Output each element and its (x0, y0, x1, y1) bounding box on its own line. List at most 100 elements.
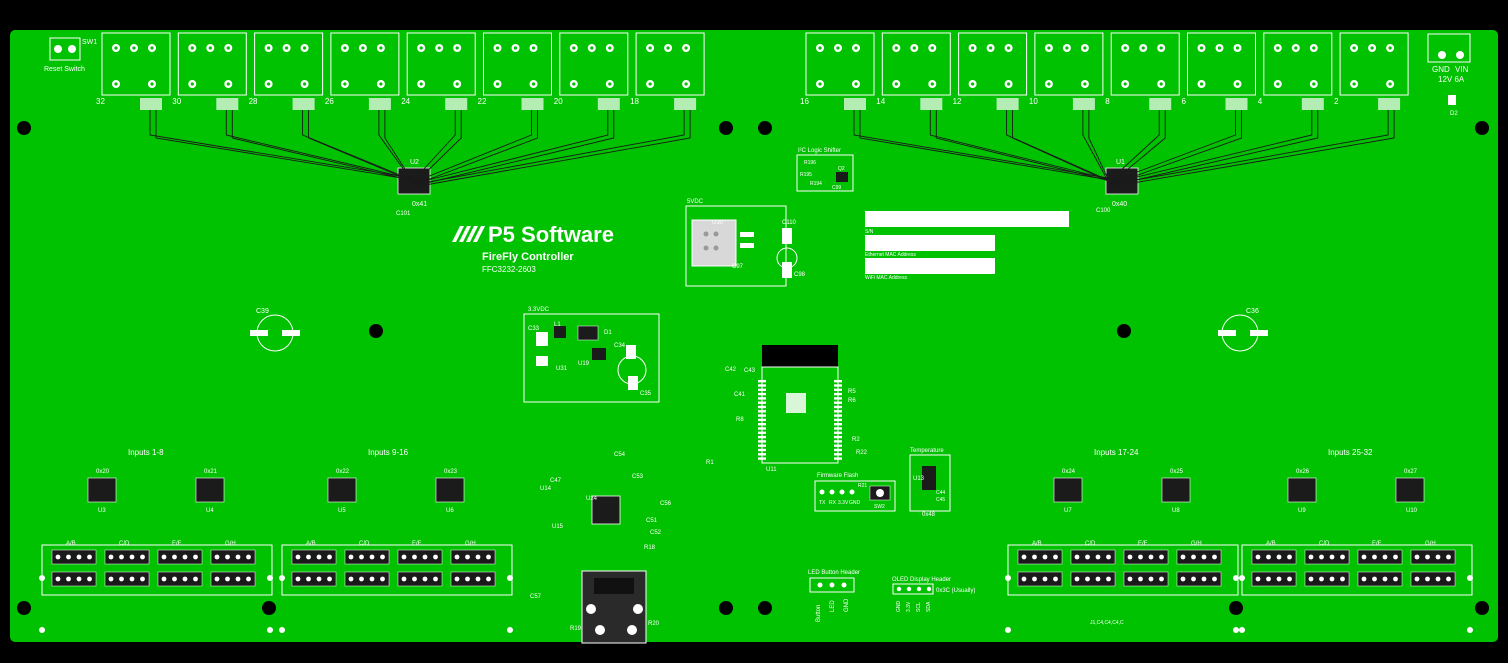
connector-label: G/H (1425, 541, 1436, 547)
mcu-pin (834, 414, 842, 417)
svg-text:U11: U11 (766, 467, 777, 473)
mcu-pin (758, 384, 766, 387)
mcu-pin (834, 448, 842, 452)
oled-display-header[interactable]: OLED Display Header GND 3.3V SCL SDA 0x3… (892, 577, 975, 612)
svg-text:Temperature: Temperature (910, 448, 944, 454)
reset-switch[interactable]: SW1 Reset Switch (44, 37, 97, 73)
output-relay-4: 4 (1258, 32, 1333, 110)
mcu-pin (834, 380, 842, 383)
part-number: FFC3232-2603 (482, 265, 536, 274)
chip-ref: U5 (338, 508, 346, 514)
logic-shifter-block: I²C Logic Shifter R196 R195 R194 Q2 C99 (796, 148, 854, 192)
mcu-pin (758, 401, 766, 404)
mcu-pin (834, 431, 842, 434)
svg-text:U24: U24 (586, 496, 598, 502)
input-connector: E/F (1123, 541, 1169, 587)
chip-ref: U10 (1406, 508, 1418, 514)
svg-text:OLED Display Header: OLED Display Header (892, 577, 951, 583)
connector-label: E/F (1138, 541, 1148, 547)
output-relay-6: 6 (1182, 32, 1256, 110)
output-label: 26 (325, 97, 334, 106)
firmware-flash-header[interactable]: Firmware Flash TX RX 3.3V GND SW2 R21 (814, 473, 896, 512)
input-group-title: Inputs 17-24 (1094, 448, 1139, 457)
output-relay-20: 20 (554, 32, 629, 110)
input-connector: C/D (1070, 541, 1116, 587)
svg-text:U13: U13 (913, 476, 925, 482)
svg-text:Ethernet MAC Address: Ethernet MAC Address (865, 252, 916, 258)
svg-text:3.3V: 3.3V (906, 601, 912, 612)
connector-label: E/F (172, 541, 182, 547)
connector-label: A/B (1032, 541, 1042, 547)
chip-ref: U6 (446, 508, 454, 514)
svg-text:C57: C57 (530, 594, 542, 600)
mcu-pin (758, 380, 766, 383)
mcu-pin (758, 444, 766, 447)
mcu-pin (834, 388, 842, 391)
chip (1395, 477, 1425, 503)
svg-text:U14: U14 (540, 486, 552, 492)
output-relay-32: 32 (96, 32, 171, 110)
chip-addr: 0x22 (336, 469, 350, 475)
svg-text:R19: R19 (570, 626, 582, 632)
chip-addr: 0x27 (1404, 469, 1418, 475)
connector-label: A/B (1266, 541, 1276, 547)
svg-text:U30: U30 (712, 220, 724, 226)
output-label: 2 (1334, 97, 1339, 106)
svg-text:3.3VDC: 3.3VDC (528, 307, 550, 313)
power-input-connector: GND VIN 12V 6A D2 (1427, 33, 1471, 117)
input-group-title: Inputs 9-16 (368, 448, 409, 457)
input-connector: G/H (450, 541, 496, 587)
svg-text:C54: C54 (614, 452, 626, 458)
mcu-pin (834, 444, 842, 447)
chip-addr: 0x25 (1170, 469, 1184, 475)
svg-text:Button: Button (816, 605, 822, 622)
chip-ref: U7 (1064, 508, 1072, 514)
svg-text:C52: C52 (650, 530, 662, 536)
svg-text:C98: C98 (794, 272, 806, 278)
svg-text:GND: GND (844, 598, 850, 612)
chip (327, 477, 357, 503)
svg-text:R2: R2 (852, 437, 860, 443)
svg-text:C110: C110 (782, 220, 797, 226)
input-group-title: Inputs 25-32 (1328, 448, 1373, 457)
svg-text:R20: R20 (648, 621, 660, 627)
svg-text:0x3C (Usually): 0x3C (Usually) (936, 588, 975, 594)
chip-addr: 0x23 (444, 469, 458, 475)
mcu-pin (758, 431, 766, 434)
connector-label: C/D (119, 541, 130, 547)
svg-text:U19: U19 (578, 361, 590, 367)
mcu-pin (834, 435, 842, 439)
svg-text:C33: C33 (528, 326, 540, 332)
svg-text:R194: R194 (810, 181, 822, 187)
svg-text:C42: C42 (725, 367, 737, 373)
output-relay-18: 18 (630, 32, 705, 110)
svg-text:L1: L1 (554, 322, 561, 328)
svg-text:GND: GND (849, 500, 861, 506)
brand-name: P5 Software (488, 222, 614, 247)
led-button-header[interactable]: LED Button Header Button LED GND (808, 570, 860, 622)
svg-text:R8: R8 (736, 417, 744, 423)
mcu-pin (758, 410, 766, 413)
svg-text:D1: D1 (604, 330, 612, 336)
svg-text:C41: C41 (734, 392, 746, 398)
connector-label: C/D (1085, 541, 1096, 547)
svg-text:S/N: S/N (865, 229, 874, 235)
input-connector: A/B (1017, 541, 1063, 587)
mcu-pin (834, 410, 842, 413)
mcu-pin (834, 392, 842, 396)
diode-ref: D2 (1450, 111, 1458, 117)
svg-text:R196: R196 (804, 160, 816, 166)
output-relay-10: 10 (1029, 32, 1104, 110)
mcu-pin (758, 414, 766, 417)
output-relay-28: 28 (249, 32, 324, 110)
input-connector: E/F (1357, 541, 1403, 587)
input-connector: A/B (1251, 541, 1297, 587)
svg-text:R5: R5 (848, 389, 856, 395)
svg-text:C47: C47 (550, 478, 562, 484)
output-label: 32 (96, 97, 105, 106)
input-connector: E/F (157, 541, 203, 587)
connector-label: E/F (412, 541, 422, 547)
